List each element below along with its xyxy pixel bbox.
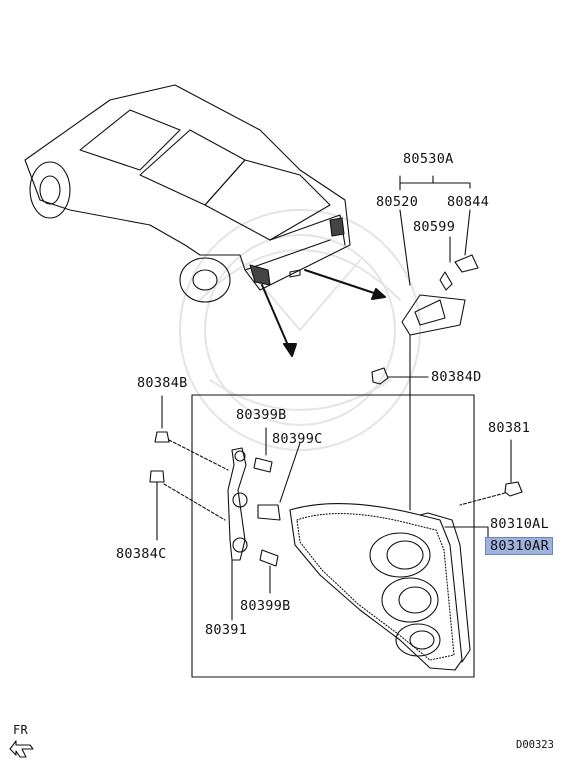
label-80384D: 80384D [431,369,482,385]
label-80844: 80844 [447,194,490,210]
grommet-80384B [154,395,229,471]
front-direction-arrow-icon [9,740,34,758]
pointer-arrows [261,269,386,357]
label-80399B-bottom: 80399B [240,598,291,614]
label-80381: 80381 [488,420,531,436]
label-80399B-top: 80399B [236,407,287,423]
label-80599: 80599 [413,219,456,235]
license-lamp-assembly [399,175,479,511]
label-80310AL: 80310AL [490,516,549,532]
assembly-frame [191,394,475,678]
label-80520: 80520 [376,194,419,210]
tail-lamp-housing [289,503,489,671]
clip-80384D [371,367,429,385]
label-80310AR-highlighted[interactable]: 80310AR [485,537,553,555]
screw-80381 [459,439,523,506]
label-80384C: 80384C [116,546,167,562]
bulbs [253,427,301,594]
watermark-emblem [179,209,421,451]
label-80384B: 80384B [137,375,188,391]
socket-harness-80391 [227,447,248,621]
label-80399C: 80399C [272,431,323,447]
direction-label: FR [13,723,29,737]
label-80391: 80391 [205,622,248,638]
diagram-code: D00323 [516,739,554,751]
truck-illustration [24,84,351,303]
label-80530A: 80530A [403,151,454,167]
grommet-80384C [149,470,226,541]
